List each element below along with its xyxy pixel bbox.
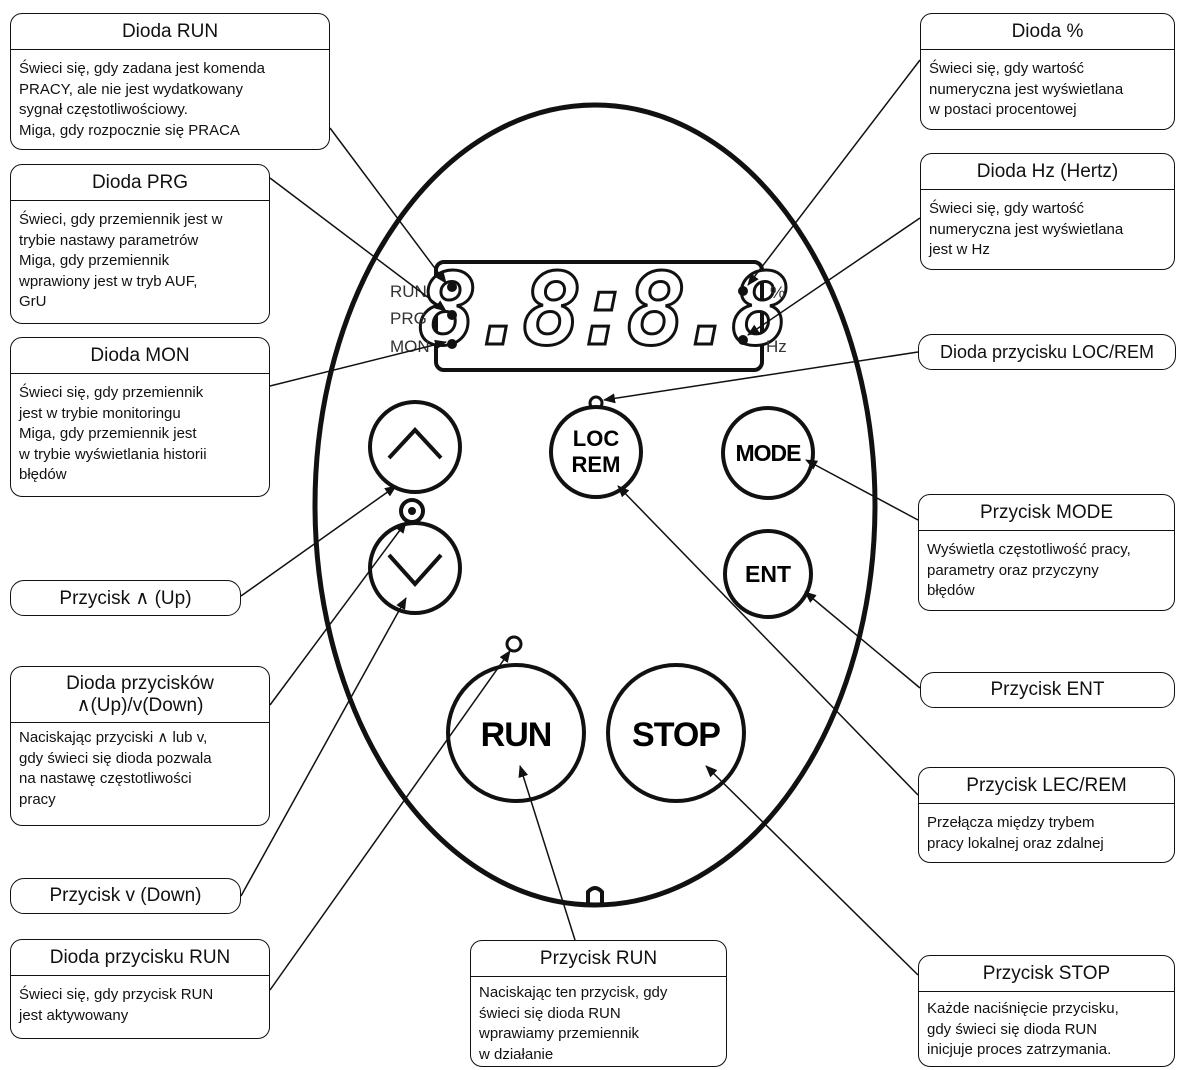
callout-run-button-led-title: Dioda przycisku RUN: [11, 940, 269, 976]
leader-locrem-led: [603, 351, 919, 404]
callout-run-led-title: Dioda RUN: [11, 14, 329, 50]
ent-label: ENT: [745, 561, 791, 587]
callout-up-button: Przycisk ∧ (Up): [10, 580, 241, 616]
up-arrow-icon: [387, 427, 443, 460]
rem-label: REM: [572, 452, 621, 477]
loc-rem-button[interactable]: LOC REM: [549, 405, 643, 499]
callout-locrem-led: Dioda przycisku LOC/REM: [918, 334, 1176, 370]
callout-ent-button: Przycisk ENT: [920, 672, 1175, 708]
callout-prg-led-title: Dioda PRG: [11, 165, 269, 201]
callout-stop-button: Przycisk STOP Każde naciśnięcie przycisk…: [918, 955, 1175, 1067]
leader-prg-led: [269, 177, 447, 312]
callout-mode-button-title: Przycisk MODE: [919, 495, 1174, 531]
leader-mode-button: [805, 459, 919, 521]
up-button[interactable]: [368, 400, 462, 494]
callout-prg-led: Dioda PRG Świeci, gdy przemiennik jest w…: [10, 164, 270, 324]
callout-hz-led-body: Świeci się, gdy wartość numeryczna jest …: [929, 200, 1124, 258]
down-button[interactable]: [368, 521, 462, 615]
percent-led: [738, 286, 748, 296]
leader-run-button-led: [269, 650, 511, 991]
leader-up-button: [240, 485, 397, 597]
stop-label: STOP: [632, 716, 720, 754]
hz-led: [738, 335, 748, 345]
percent-indicator-label: %: [770, 283, 785, 302]
callout-mon-led-title: Dioda MON: [11, 338, 269, 374]
mode-button[interactable]: MODE: [721, 406, 815, 500]
callout-mode-button: Przycisk MODE Wyświetla częstotliwość pr…: [918, 494, 1175, 611]
callout-locrem-button-body: Przełącza między trybem pracy lokalnej o…: [927, 814, 1104, 852]
run-label: RUN: [481, 716, 552, 754]
callout-mon-led-body: Świeci się, gdy przemiennik jest w trybi…: [19, 384, 207, 483]
leader-run-led: [329, 127, 447, 284]
leader-down-button: [240, 597, 407, 897]
run-led: [447, 282, 457, 292]
prg-led: [447, 310, 457, 320]
leader-percent-led: [747, 59, 921, 286]
mon-led: [447, 339, 457, 349]
callout-percent-led-body: Świeci się, gdy wartość numeryczna jest …: [929, 60, 1124, 118]
run-button-led: [505, 635, 523, 653]
callout-down-button: Przycisk v (Down): [10, 878, 241, 914]
callout-percent-led-title: Dioda %: [921, 14, 1174, 50]
mode-label: MODE: [736, 440, 802, 466]
callout-locrem-button: Przycisk LEC/REM Przełącza między trybem…: [918, 767, 1175, 863]
display-window: [434, 260, 764, 372]
callout-hz-led: Dioda Hz (Hertz) Świeci się, gdy wartość…: [920, 153, 1175, 270]
down-arrow-icon: [387, 553, 443, 587]
callout-stop-button-title: Przycisk STOP: [919, 956, 1174, 992]
callout-run-button-title: Przycisk RUN: [471, 941, 726, 977]
callout-mode-button-body: Wyświetla częstotliwość pracy, parametry…: [927, 541, 1131, 599]
panel-notch: [586, 886, 604, 904]
callout-run-button-led-body: Świeci się, gdy przycisk RUN jest aktywo…: [19, 986, 214, 1024]
callout-run-button: Przycisk RUN Naciskając ten przycisk, gd…: [470, 940, 727, 1067]
mon-indicator-label: MON: [390, 337, 430, 356]
callout-run-led: Dioda RUN Świeci się, gdy zadana jest ko…: [10, 13, 330, 150]
display-digits: 8.8:8.8: [417, 251, 786, 368]
panel-outline: [312, 102, 878, 908]
callout-stop-button-body: Każde naciśnięcie przycisku, gdy świeci …: [927, 1000, 1119, 1058]
updown-led-core: [408, 507, 416, 515]
callout-hz-led-title: Dioda Hz (Hertz): [921, 154, 1174, 190]
callout-run-led-body: Świeci się, gdy zadana jest komenda PRAC…: [19, 60, 265, 139]
callout-percent-led: Dioda % Świeci się, gdy wartość numerycz…: [920, 13, 1175, 130]
callout-mon-led: Dioda MON Świeci się, gdy przemiennik je…: [10, 337, 270, 497]
callout-updown-led-body: Naciskając przyciski ∧ lub v, gdy świeci…: [19, 729, 212, 808]
leader-ent-button: [804, 591, 921, 689]
run-indicator-label: RUN: [390, 282, 427, 301]
prg-indicator-label: PRG: [390, 309, 427, 328]
leader-run-button: [518, 765, 576, 941]
leader-mon-led: [269, 339, 447, 387]
loc-label: LOC: [573, 426, 620, 451]
callout-run-button-led: Dioda przycisku RUN Świeci się, gdy przy…: [10, 939, 270, 1039]
leader-updown-led: [269, 521, 407, 706]
leader-stop-button: [705, 765, 919, 976]
stop-button[interactable]: STOP: [606, 663, 746, 803]
leader-locrem-button: [617, 485, 919, 796]
callout-updown-led: Dioda przycisków ∧(Up)/v(Down) Naciskają…: [10, 666, 270, 826]
callout-updown-led-title: Dioda przycisków ∧(Up)/v(Down): [11, 667, 269, 723]
callout-run-button-body: Naciskając ten przycisk, gdy świeci się …: [479, 984, 668, 1063]
ent-button[interactable]: ENT: [723, 529, 813, 619]
callout-locrem-button-title: Przycisk LEC/REM: [919, 768, 1174, 804]
leader-hz-led: [747, 217, 921, 336]
run-button[interactable]: RUN: [446, 663, 586, 803]
hz-indicator-label: Hz: [766, 337, 787, 356]
callout-prg-led-body: Świeci, gdy przemiennik jest w trybie na…: [19, 211, 223, 310]
